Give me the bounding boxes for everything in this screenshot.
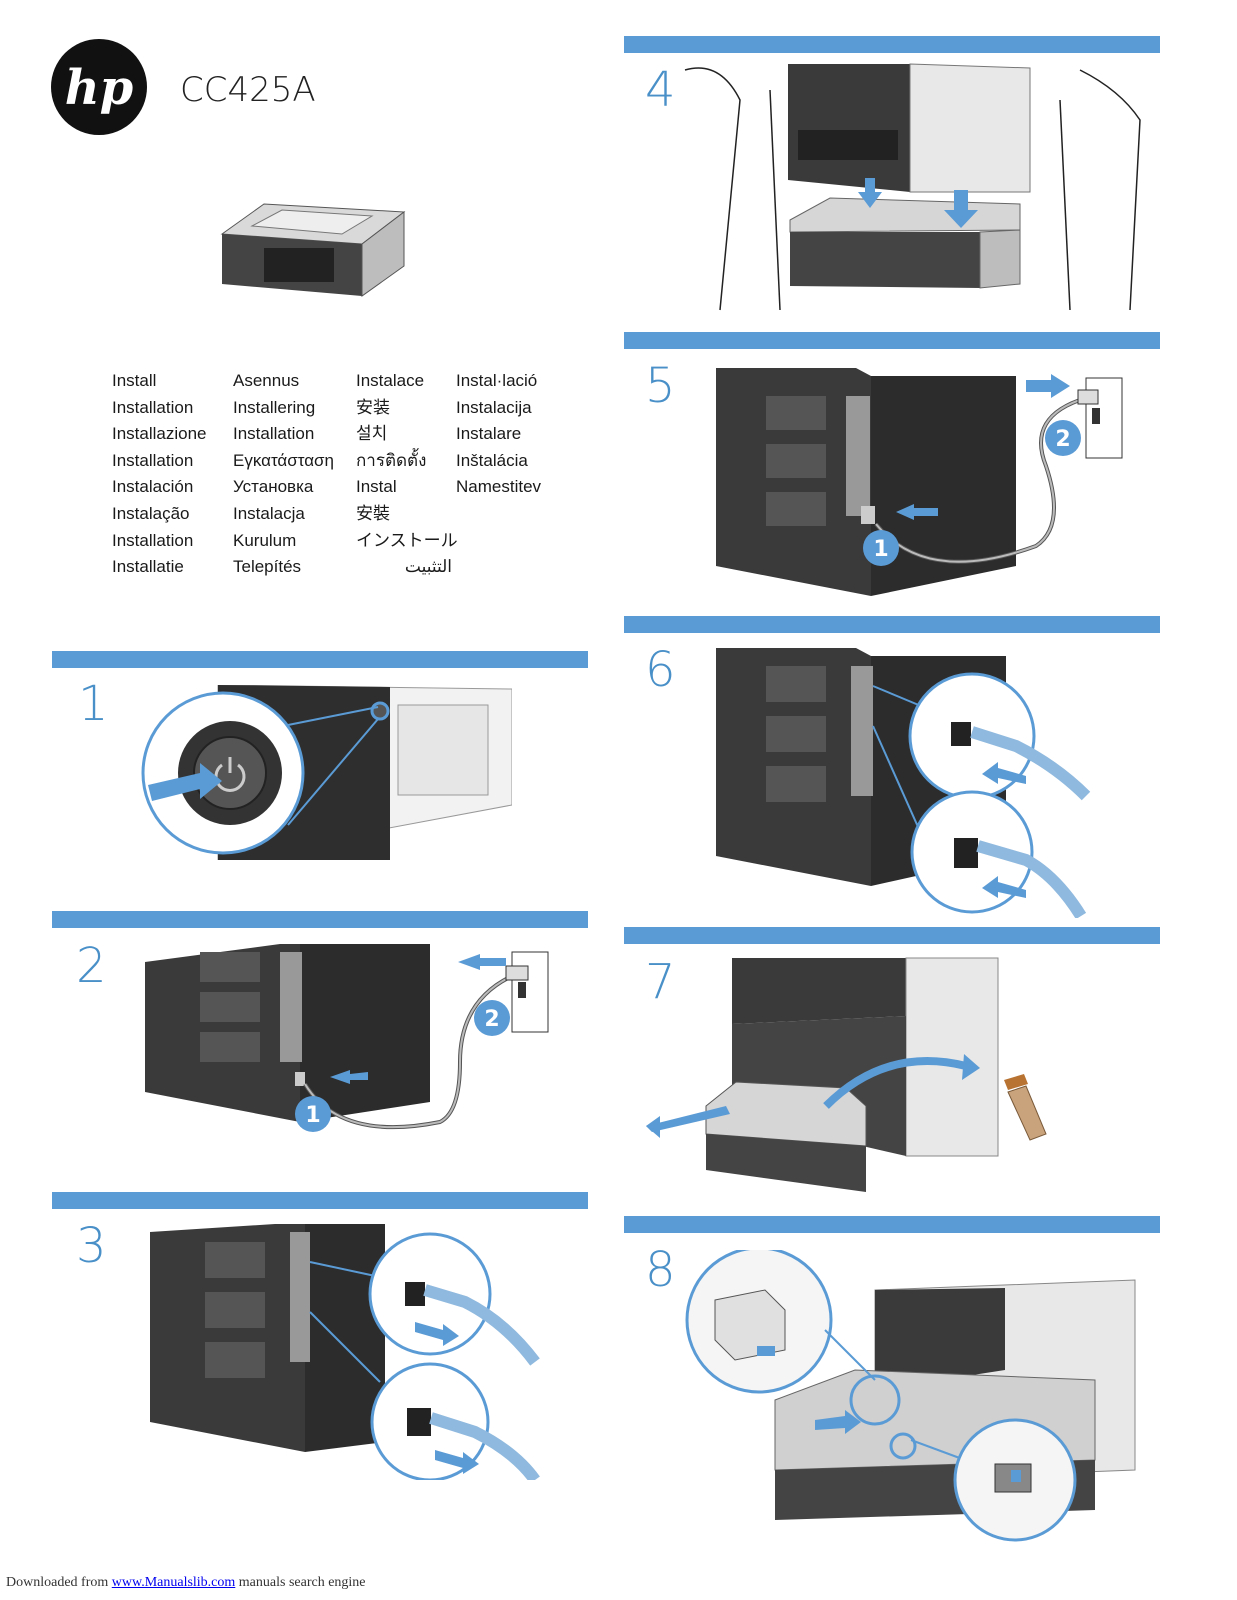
language-label: Instalare bbox=[456, 424, 522, 444]
language-label: 설치 bbox=[356, 424, 388, 444]
step-1-number: 1 bbox=[78, 676, 109, 732]
language-column-1: Install Installation Installazione Insta… bbox=[112, 368, 207, 581]
model-number: CC425A bbox=[180, 70, 316, 110]
step-2-callout-1: 1 bbox=[305, 1103, 320, 1128]
hp-logo-icon: hp bbox=[51, 39, 147, 135]
step-7-number: 7 bbox=[645, 954, 676, 1010]
language-label: Installation bbox=[233, 424, 315, 444]
language-column-3: Instalace 安装 설치 การติดตั้ง Instal 安裝 インス… bbox=[356, 368, 458, 581]
language-column-4: Instal·lació Instalacija Instalare Inšta… bbox=[456, 368, 541, 501]
step-2-number: 2 bbox=[76, 938, 107, 994]
step-6-number: 6 bbox=[645, 642, 676, 698]
step-1-power-button-illustration bbox=[140, 684, 513, 861]
step-6-bar bbox=[624, 616, 1160, 633]
language-label: Instalacja bbox=[233, 503, 305, 523]
step-8-number: 8 bbox=[645, 1242, 676, 1298]
language-label: Instal·lació bbox=[456, 371, 538, 390]
step-6-reconnect-cables-illustration bbox=[706, 646, 1096, 920]
step-5-reconnect-power-illustration: 2 1 bbox=[706, 366, 1146, 602]
step-5-bar bbox=[624, 332, 1160, 349]
step-2-bar bbox=[52, 911, 588, 928]
step-8-bar bbox=[624, 1216, 1160, 1233]
footer-prefix: Downloaded from bbox=[6, 1575, 112, 1590]
step-4-place-printer-on-tray-illustration bbox=[680, 60, 1150, 320]
paper-tray-illustration bbox=[212, 196, 408, 304]
download-footer: Downloaded from www.Manualslib.com manua… bbox=[6, 1575, 366, 1591]
language-label: 安装 bbox=[356, 397, 390, 417]
language-label: การติดตั้ง bbox=[356, 450, 427, 470]
language-label: Instalacija bbox=[456, 397, 532, 417]
language-label: Instal bbox=[356, 477, 397, 497]
step-3-bar bbox=[52, 1192, 588, 1209]
language-label: Installation bbox=[112, 397, 194, 417]
hp-logo: hp bbox=[50, 38, 148, 136]
language-label: التثبيت bbox=[404, 557, 452, 577]
step-8-adjust-paper-guides-illustration bbox=[675, 1246, 1145, 1544]
step-4-bar bbox=[624, 36, 1160, 53]
step-2-callout-2: 2 bbox=[484, 1007, 499, 1032]
language-label: Установка bbox=[233, 477, 314, 497]
step-5-number: 5 bbox=[645, 358, 676, 414]
language-label: Instalação bbox=[112, 503, 190, 523]
language-label: Installatie bbox=[112, 557, 184, 577]
language-label: Namestitev bbox=[456, 477, 542, 497]
step-7-open-tray-remove-packing-illustration bbox=[646, 956, 1066, 1192]
language-label: Inštalácia bbox=[456, 450, 528, 470]
language-label: インストール bbox=[356, 530, 458, 550]
language-column-2: Asennus Installering Installation Εγκατά… bbox=[233, 368, 334, 581]
manualslib-link[interactable]: www.Manualslib.com bbox=[111, 1575, 236, 1590]
language-label: 安裝 bbox=[356, 503, 390, 523]
language-label: Telepítés bbox=[233, 557, 302, 577]
language-label: Instalación bbox=[112, 477, 194, 497]
language-label: Instalace bbox=[356, 371, 425, 390]
svg-text:hp: hp bbox=[65, 60, 133, 116]
step-3-number: 3 bbox=[76, 1218, 107, 1274]
step-1-bar bbox=[52, 651, 588, 668]
step-5-callout-1: 1 bbox=[873, 537, 888, 562]
language-label: Installering bbox=[233, 397, 316, 417]
language-label: Install bbox=[112, 371, 157, 390]
footer-suffix: manuals search engine bbox=[235, 1575, 366, 1590]
step-2-unplug-illustration: 2 1 bbox=[140, 942, 560, 1142]
language-label: Installazione bbox=[112, 424, 207, 444]
step-3-disconnect-cables-illustration bbox=[145, 1222, 545, 1484]
language-label: Εγκατάσταση bbox=[233, 450, 335, 470]
step-7-bar bbox=[624, 927, 1160, 944]
step-4-number: 4 bbox=[645, 62, 676, 118]
language-label: Asennus bbox=[233, 371, 300, 390]
language-label: Installation bbox=[112, 450, 194, 470]
language-label: Installation bbox=[112, 530, 194, 550]
step-5-callout-2: 2 bbox=[1055, 427, 1070, 452]
language-label: Kurulum bbox=[233, 530, 297, 550]
